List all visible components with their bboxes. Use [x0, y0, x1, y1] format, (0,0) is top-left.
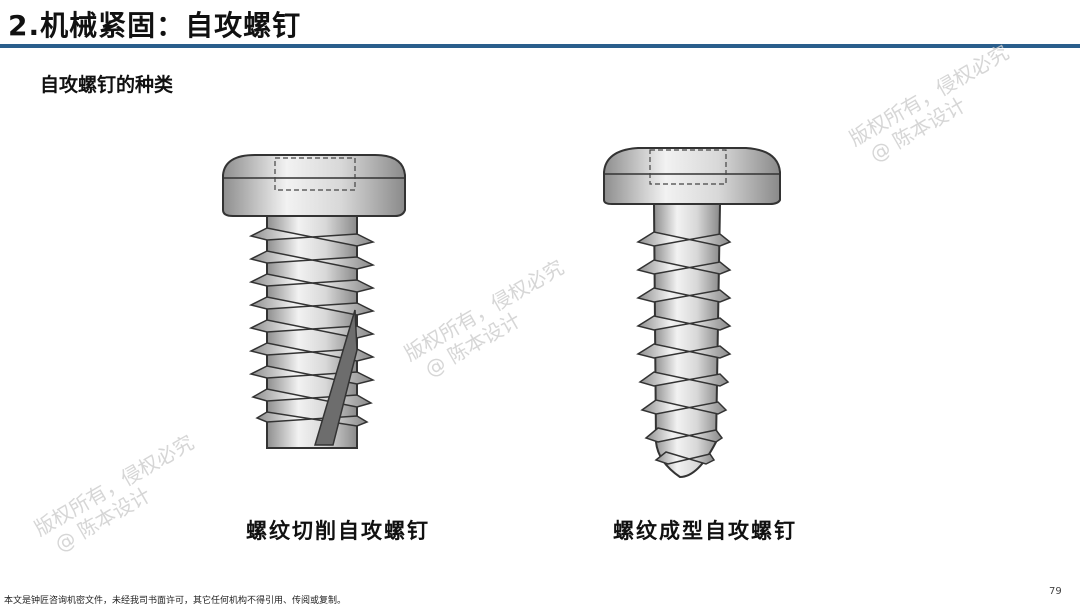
section-subtitle: 自攻螺钉的种类 [40, 74, 174, 96]
watermark: 版权所有，侵权必究 @ 陈本设计 [400, 255, 580, 387]
thread-cutting-screw-icon [222, 154, 406, 449]
caption-thread-cutting: 螺纹切削自攻螺钉 [246, 518, 430, 543]
footer-disclaimer: 本文是钟匠咨询机密文件，未经我司书面许可，其它任何机构不得引用、传阅或复制。 [4, 596, 347, 606]
title-underline [0, 44, 1080, 48]
page-title: 2.机械紧固：自攻螺钉 [8, 9, 302, 42]
thread-forming-screw-icon [603, 147, 781, 479]
caption-thread-forming: 螺纹成型自攻螺钉 [613, 518, 797, 543]
page-number: 79 [1049, 586, 1062, 597]
watermark: 版权所有，侵权必究 @ 陈本设计 [845, 40, 1025, 172]
watermark: 版权所有，侵权必究 @ 陈本设计 [30, 430, 210, 562]
